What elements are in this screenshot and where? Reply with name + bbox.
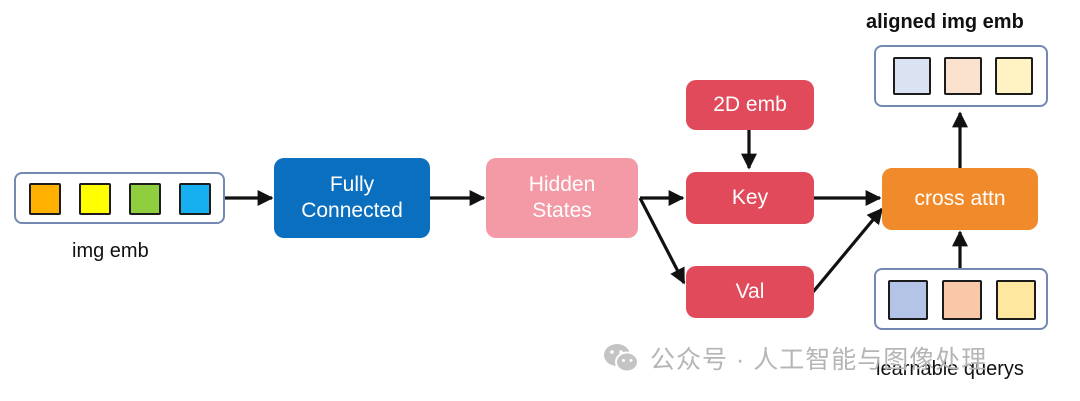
aligned-img-emb-label: aligned img emb — [866, 11, 1024, 33]
aligned-img-emb-group — [874, 45, 1048, 107]
aligned-img-emb-cell-2 — [944, 57, 982, 95]
learnable-querys-cell-3 — [996, 280, 1036, 320]
2d-emb-node: 2D emb — [686, 80, 814, 130]
learnable-querys-cell-1 — [888, 280, 928, 320]
fully-connected-line2: Connected — [301, 199, 403, 222]
hidden-states-node: Hidden States — [486, 158, 638, 238]
learnable-querys-cell-2 — [942, 280, 982, 320]
val-node: Val — [686, 266, 814, 318]
key-node: Key — [686, 172, 814, 224]
hidden-states-line1: Hidden — [528, 172, 596, 196]
img-emb-cell-3 — [129, 183, 161, 215]
learnable-querys-label: learnable querys — [876, 358, 1024, 380]
learnable-querys-group — [874, 268, 1048, 330]
img-emb-cell-1 — [29, 183, 61, 215]
img-emb-cell-2 — [79, 183, 111, 215]
arrow-hidden-to-val — [638, 197, 686, 285]
watermark-text: 公众号 · 人工智能与图像处理 — [650, 346, 988, 374]
img-emb-label: img emb — [72, 240, 149, 262]
aligned-img-emb-cell-1 — [893, 57, 931, 95]
hidden-states-line2: States — [532, 199, 592, 222]
fully-connected-node: Fully Connected — [274, 158, 430, 238]
fully-connected-line1: Fully — [329, 172, 375, 196]
arrow-val-to-crossattn — [811, 207, 884, 294]
img-emb-group — [14, 172, 225, 224]
watermark: 公众号 · 人工智能与图像处理 — [602, 340, 987, 376]
wechat-icon — [604, 344, 639, 373]
aligned-img-emb-cell-3 — [995, 57, 1033, 95]
img-emb-cell-4 — [179, 183, 211, 215]
cross-attn-node: cross attn — [882, 168, 1038, 230]
